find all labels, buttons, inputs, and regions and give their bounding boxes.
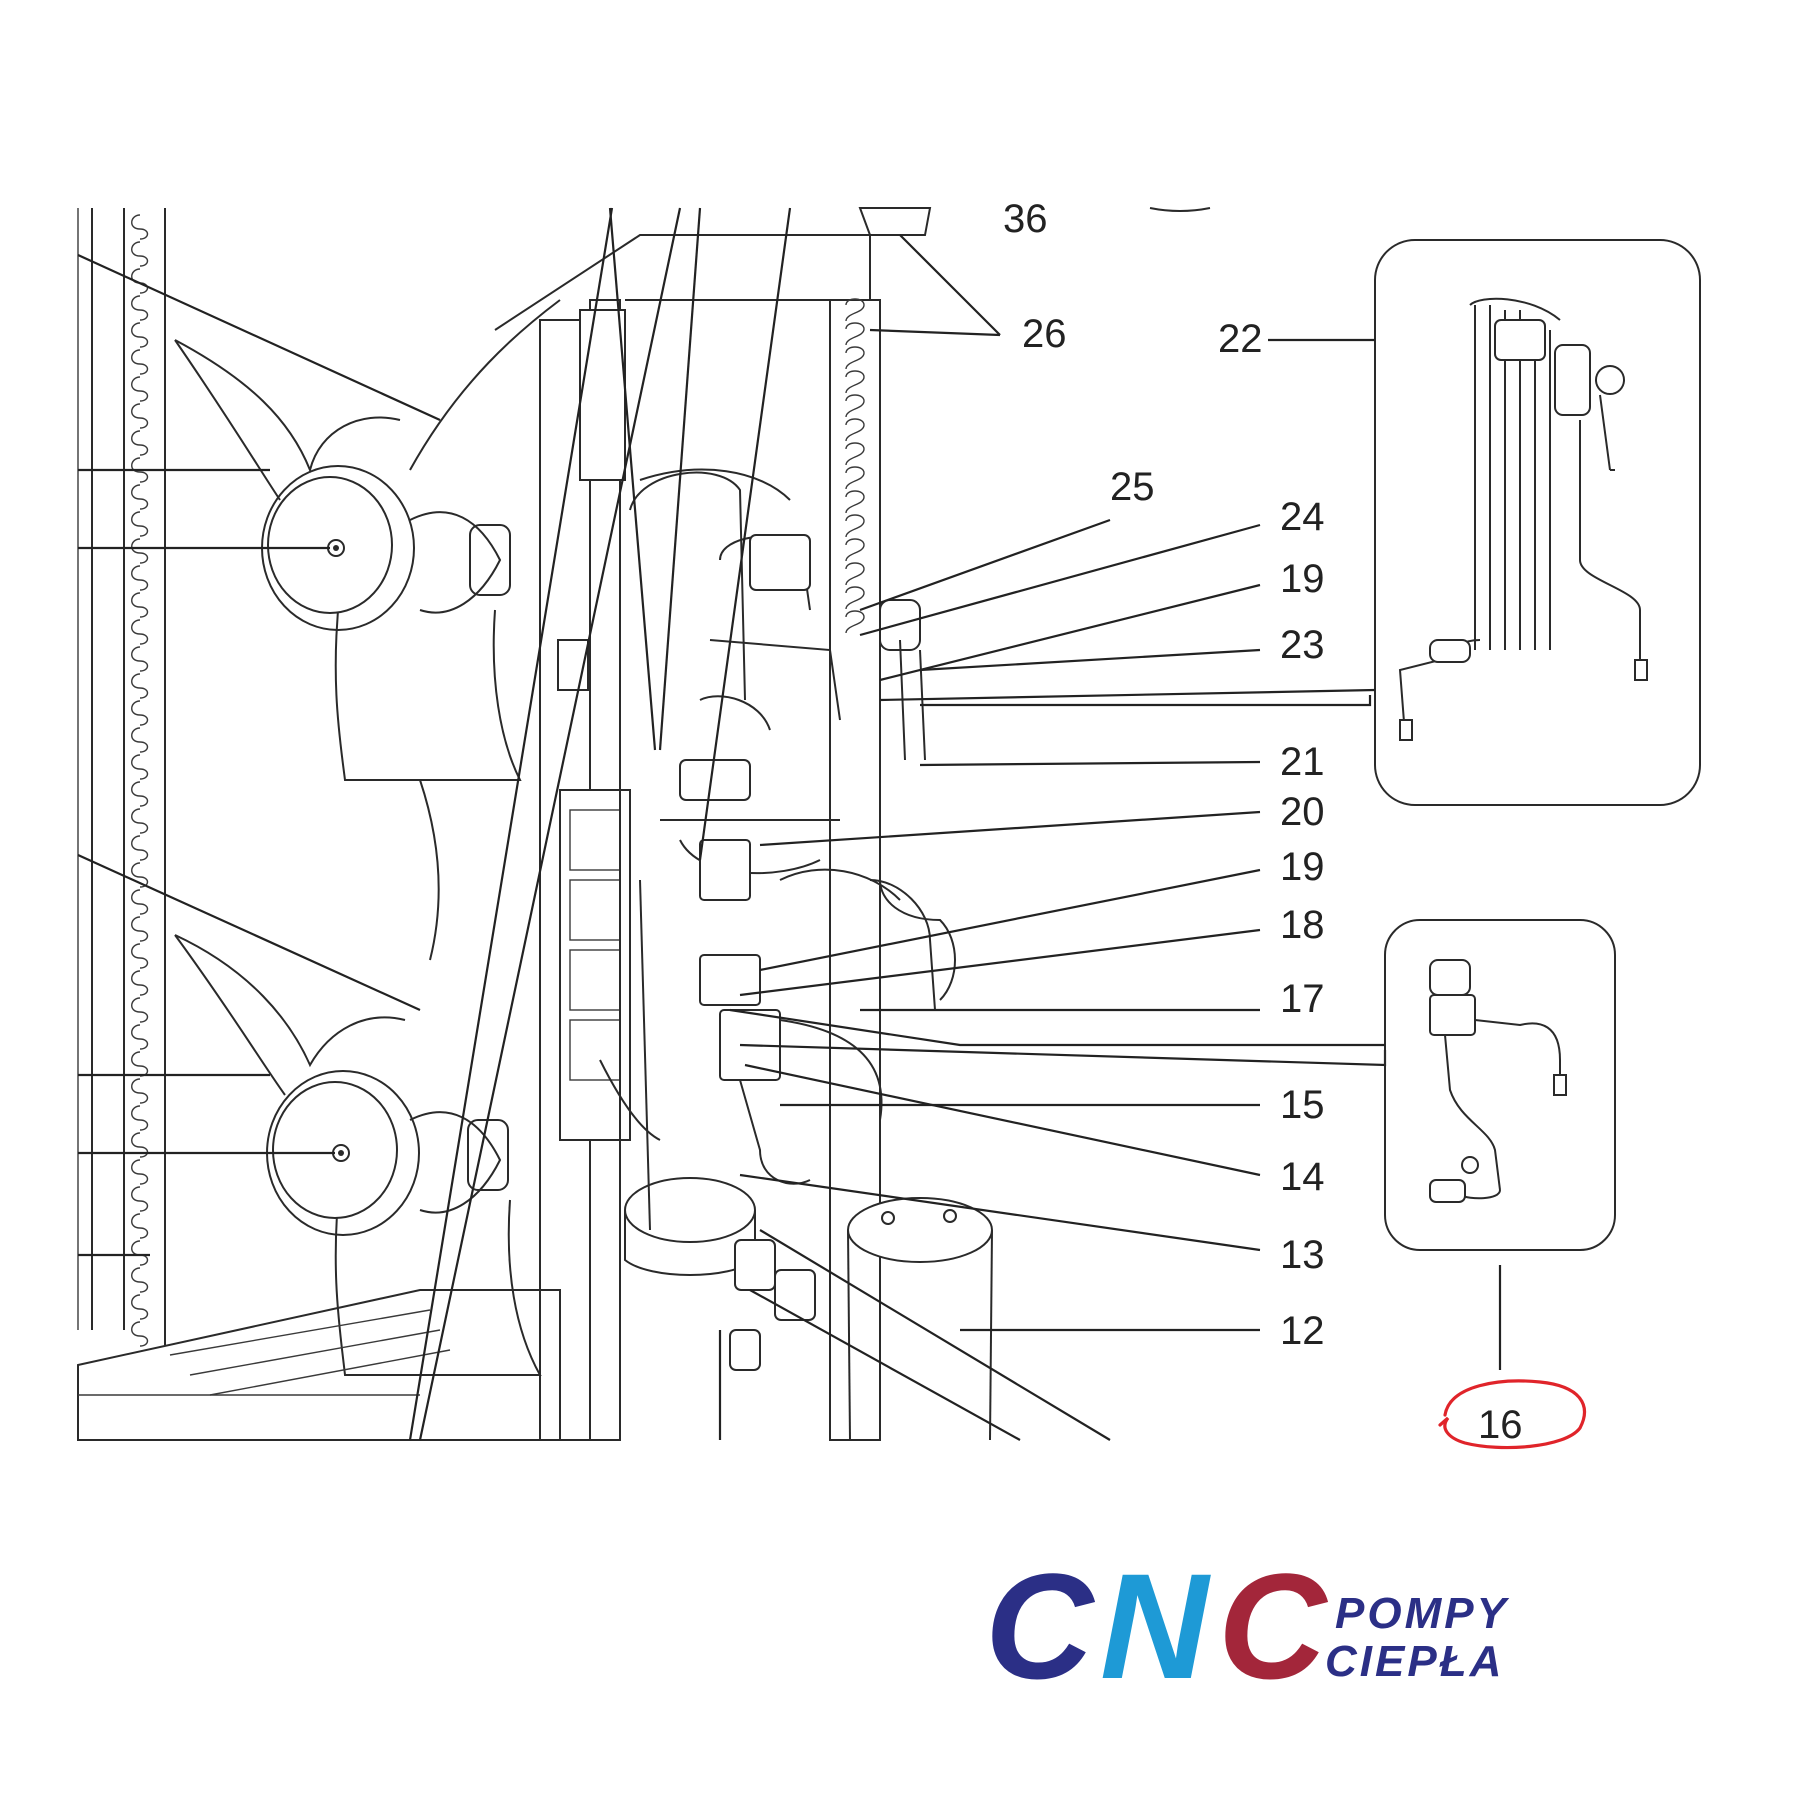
coil-loop [131,943,149,969]
coil-loop [131,1294,149,1320]
callout-20: 20 [1280,790,1325,834]
coil-loop [131,727,149,753]
coil-loop [131,349,149,375]
coil-loop [131,241,149,267]
callout-25: 25 [1110,465,1155,509]
coil-loop-right [845,394,865,418]
coil-loop-right [845,442,865,466]
logo-letter-c1: C [985,1542,1096,1710]
coil-loop-right [845,346,865,370]
coil-loop [131,1213,149,1239]
coil-loop-right [845,418,865,442]
coil-loop [131,457,149,483]
callout-24: 24 [1280,495,1325,539]
heat-exchanger-coil [77,208,166,1347]
coil-loop [131,376,149,402]
coil-loop [131,1078,149,1104]
callout-19-upper: 19 [1280,557,1325,601]
coil-loop [131,1159,149,1185]
coil-loop [131,646,149,672]
coil-loop-right [845,370,865,394]
callout-18: 18 [1280,903,1325,947]
coil-loop-right [845,610,865,634]
coil-loop [131,1321,149,1347]
coil-loop [131,997,149,1023]
coil-loop [131,916,149,942]
coil-loop [131,511,149,537]
coil-loop [131,538,149,564]
coil-loop-right [845,514,865,538]
callout-21: 21 [1280,740,1325,784]
piping-valves [599,534,956,1371]
coil-loop [131,1186,149,1212]
callout-23: 23 [1280,623,1325,667]
detail-box-22 [879,239,1701,806]
coil-loop [131,619,149,645]
lower-fan [174,779,542,1376]
coil-loop [131,322,149,348]
highlight-circle [1438,1379,1586,1450]
coil-loop [131,1132,149,1158]
cnc-logo: C N C POMPY CIEPŁA [985,1542,1510,1710]
center-support-panel [494,234,871,1441]
coil-loop [131,1051,149,1077]
four-way-valve-assembly [1398,297,1648,741]
callout-17: 17 [1280,977,1325,1021]
callout-14: 14 [1280,1155,1325,1199]
callout-22: 22 [1218,317,1263,361]
callout-13: 13 [1280,1233,1325,1277]
callout-36: 36 [1003,197,1048,241]
coil-loop [131,781,149,807]
callout-15: 15 [1280,1083,1325,1127]
base-tray [77,1289,561,1441]
top-bracket-part [858,207,1211,236]
coil-loop-right [845,298,865,322]
coil-loop [131,295,149,321]
receiver-tank [847,1197,993,1441]
logo-line-pompy: POMPY [1335,1589,1510,1638]
coil-loop [131,592,149,618]
coil-loop [131,835,149,861]
coil-loop [131,808,149,834]
coil-loop-right [845,322,865,346]
callout-labels: 36 26 22 25 24 19 23 21 20 19 18 17 15 1… [1003,197,1523,1447]
logo-letter-c2: C [1218,1542,1329,1710]
callout-12: 12 [1280,1309,1325,1353]
coil-loop [131,889,149,915]
coil-loop [131,565,149,591]
coil-loop [131,1267,149,1293]
coil-loop [131,700,149,726]
logo-letter-n: N [1100,1542,1211,1710]
solenoid-valve-assembly [1429,959,1567,1203]
coil-loop [131,1240,149,1266]
coil-loop [131,754,149,780]
callout-19-lower: 19 [1280,845,1325,889]
coil-loop-right [845,490,865,514]
callout-26: 26 [1022,312,1067,356]
coil-loop [131,673,149,699]
coil-loop [131,1105,149,1131]
coil-loop-right [845,538,865,562]
coil-loop-right [845,586,865,610]
coil-loop [131,484,149,510]
callout-16: 16 [1478,1403,1523,1447]
upper-fan [174,299,561,781]
coil-loop [131,970,149,996]
coil-loop [131,214,149,240]
coil-loop-right [845,466,865,490]
detail-box-16 [729,919,1616,1251]
coil-loop [131,430,149,456]
coil-loop [131,403,149,429]
coil-loop [131,1024,149,1050]
coil-loop-right [845,562,865,586]
logo-line-ciepla: CIEPŁA [1325,1637,1504,1686]
